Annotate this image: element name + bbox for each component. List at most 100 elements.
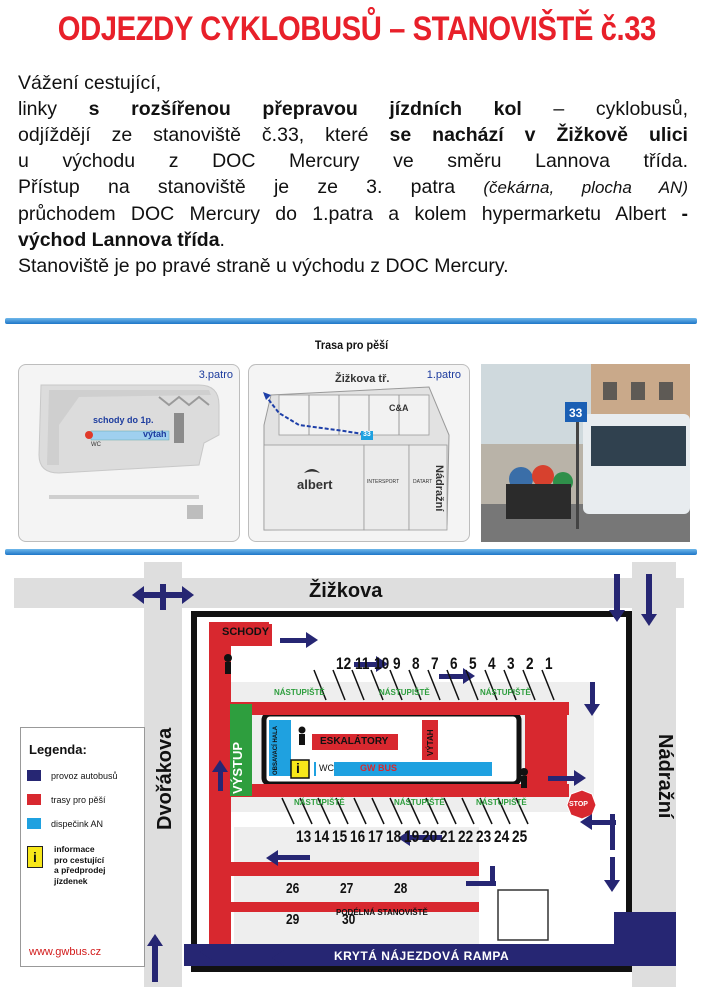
bay-divider	[515, 797, 529, 825]
bay-number: 7	[431, 654, 439, 673]
bay-divider	[370, 669, 384, 701]
datart-label: DATART	[413, 479, 433, 485]
bay-number: 4	[488, 654, 496, 673]
greeting: Vážení cestující,	[18, 72, 162, 94]
street-dvorakova: Dvořákova	[154, 727, 176, 830]
legend-walk-swatch	[27, 794, 41, 805]
bay-number: 3	[507, 654, 515, 673]
legend-bus: provoz autobusů	[27, 770, 118, 781]
bay-divider	[332, 669, 346, 701]
intersport-label: INTERSPORT	[367, 479, 400, 485]
albert-logo: albert	[297, 477, 333, 492]
bay-divider	[461, 797, 475, 825]
bay-divider	[313, 669, 327, 701]
bay-number: 10	[374, 654, 390, 673]
platform-label: NÁSTUPIŠTĚ	[394, 798, 445, 807]
bay-number: 22	[458, 827, 474, 846]
wc-map-label: WC	[319, 763, 334, 773]
intro-line-7: Stanoviště je po pravé straně u východu …	[18, 255, 509, 277]
bay-number: 25	[512, 827, 528, 846]
platform-label: NÁSTUPIŠTĚ	[480, 688, 531, 697]
wc-label: WC	[91, 442, 101, 448]
floor1-side-label: Nádražní	[433, 465, 445, 512]
bay-number: 21	[440, 827, 456, 846]
station-map: Žižkova Dvořákova Nádražní SCHODY VÝSTUP…	[14, 562, 694, 987]
intro-line-3: u východu z DOC Mercury ve směru Lannova…	[18, 150, 688, 172]
legend-bus-swatch	[27, 770, 41, 781]
bay-number: 26	[286, 880, 300, 897]
info-icon: i	[296, 760, 300, 776]
bay-divider	[389, 669, 403, 701]
intro-line-1: linky s rozšířenou přepravou jízdních ko…	[18, 98, 689, 120]
legend-dispatch-swatch	[27, 818, 41, 829]
bay-divider	[443, 797, 457, 825]
bay-divider	[408, 669, 422, 701]
bay-number: 23	[476, 827, 492, 846]
middle-divider	[5, 549, 697, 555]
long-stand-label: PODÉLNÁ STANOVIŠTĚ	[336, 908, 428, 917]
legend-info-icon: i	[27, 846, 43, 868]
street-nadrazni: Nádražní	[654, 734, 676, 819]
bay-divider	[335, 797, 349, 825]
bay-number: 13	[296, 827, 312, 846]
bay-number: 11	[355, 654, 370, 673]
bay-number: 30	[342, 911, 356, 928]
bay-divider	[522, 669, 536, 701]
stairs-label: schody do 1p.	[93, 415, 154, 425]
bay-divider	[465, 669, 479, 701]
floor3-label: 3.patro	[198, 369, 233, 381]
bay-number: 2	[526, 654, 534, 673]
bay-divider	[503, 669, 517, 701]
bay-number: 9	[393, 654, 401, 673]
street-zizkova: Žižkova	[309, 580, 383, 602]
floor1-bay-label: 33	[363, 431, 371, 438]
bay-divider	[446, 669, 460, 701]
floor1-label: 1.patro	[426, 369, 461, 381]
bay-divider	[427, 669, 441, 701]
platform-label: NÁSTUPIŠTĚ	[294, 798, 345, 807]
floor1-street-label: Žižkova tř.	[335, 373, 390, 385]
intro-line-5: průchodem DOC Mercury do 1.patra a kolem…	[18, 203, 688, 225]
photo-bay-sign: 33	[569, 406, 583, 420]
bay-divider	[351, 669, 365, 701]
bay-divider	[353, 797, 367, 825]
page-title: ODJEZDY CYKLOBUSŮ – STANOVIŠTĚ č.33	[57, 10, 656, 48]
bay-photo: 33	[481, 364, 690, 542]
bay-number: 27	[340, 880, 354, 897]
bay-number: 29	[286, 911, 300, 928]
legend-info-text: informace pro cestující a předprodej jíz…	[54, 844, 106, 886]
bay-divider	[317, 797, 331, 825]
bay-number: 1	[545, 654, 553, 673]
bay-number: 19	[404, 827, 420, 846]
bay-divider	[479, 797, 493, 825]
floor1-plan: 1.patro Žižkova tř. Nádražní albert INTE…	[248, 364, 470, 542]
bay-number: 24	[494, 827, 510, 846]
bay-number: 28	[394, 880, 408, 897]
waiting-room-label: OBSAVACÍ HALA	[273, 725, 279, 775]
route-caption: Trasa pro pěší	[314, 338, 389, 352]
bay-divider	[407, 797, 421, 825]
bay-divider	[281, 797, 295, 825]
bay-number: 15	[332, 827, 348, 846]
intro-line-4: Přístup na stanoviště je ze 3. patra (če…	[18, 176, 688, 198]
ramp-label: KRYTÁ NÁJEZDOVÁ RAMPA	[334, 949, 510, 963]
legend-walk-text: trasy pro pěší	[51, 794, 106, 805]
stop-sign: STOP	[569, 801, 588, 808]
bay-divider	[497, 797, 511, 825]
bay-divider	[541, 669, 555, 701]
legend-walk: trasy pro pěší	[27, 794, 106, 805]
bay-number: 20	[422, 827, 438, 846]
bay-number: 8	[412, 654, 420, 673]
website-link[interactable]: www.gwbus.cz	[29, 946, 102, 958]
bay-number: 18	[386, 827, 402, 846]
bay-number: 16	[350, 827, 366, 846]
platform-label: NÁSTUPIŠTĚ	[274, 688, 325, 697]
bay-number: 5	[469, 654, 477, 673]
ca-label: C&A	[389, 403, 409, 413]
exit-label: VÝSTUP	[230, 741, 245, 794]
platform-label: NÁSTUPIŠTĚ	[476, 798, 527, 807]
intro-text: Vážení cestující, linky s rozšířenou pře…	[18, 70, 688, 279]
dispatch-label: GW BUS	[360, 763, 397, 773]
lift-label: výtah	[143, 429, 167, 439]
escalators-label: ESKALÁTORY	[320, 736, 389, 747]
